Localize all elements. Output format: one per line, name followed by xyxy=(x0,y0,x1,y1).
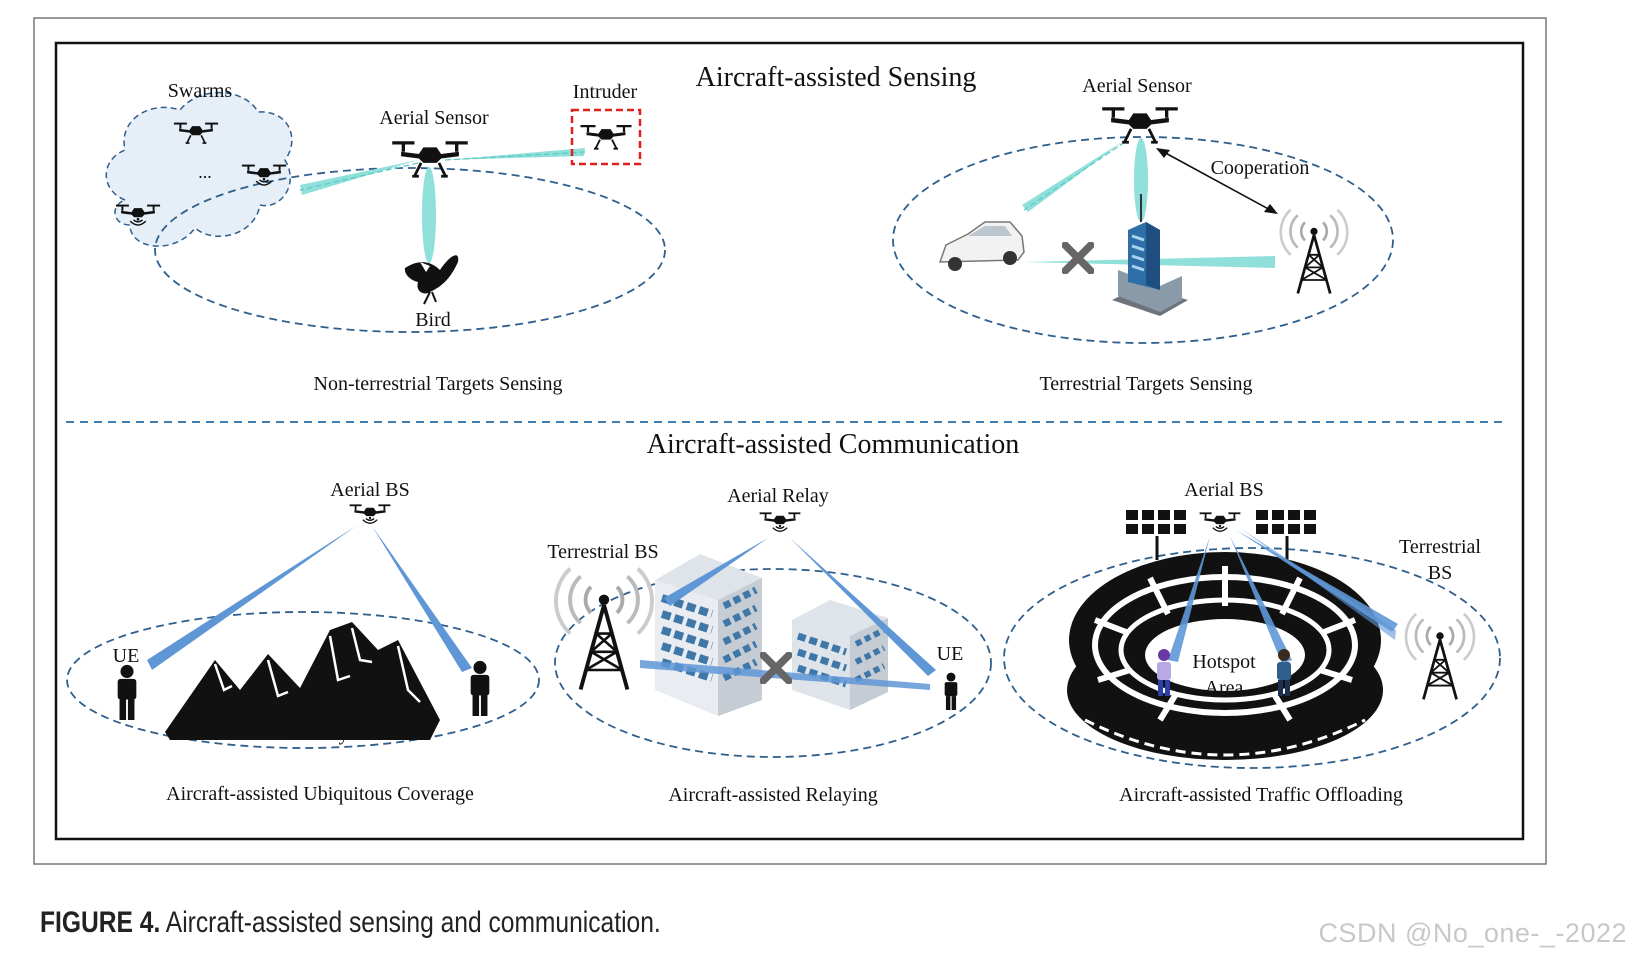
beam-to-bird xyxy=(422,167,436,263)
offload-beam-4 xyxy=(1240,528,1396,640)
aerial-relay-drone-icon xyxy=(758,512,802,533)
figure-caption: FIGURE 4. Aircraft-assisted sensing and … xyxy=(40,906,661,940)
beam-center-intruder xyxy=(444,151,586,161)
offloading-caption: Aircraft-assisted Traffic Offloading xyxy=(1119,784,1403,806)
intruder-label: Intruder xyxy=(573,81,638,103)
terrestrial-caption: Terrestrial Targets Sensing xyxy=(1039,373,1252,395)
outer-border xyxy=(33,17,1547,865)
relay-beam-to-ue xyxy=(790,538,936,676)
beam-to-building xyxy=(1134,138,1148,222)
floodlight-left-icon xyxy=(1124,507,1190,560)
beam-to-intruder xyxy=(445,148,585,160)
cooperation-label: Cooperation xyxy=(1211,157,1310,179)
terrestrial-panel: Aerial Sensor Cooperation Terrestrial Ta… xyxy=(892,75,1394,395)
aerial-bs-drone-icon-offloading xyxy=(1198,512,1242,533)
swarms-label: Swarms xyxy=(168,80,233,102)
inner-border xyxy=(54,41,1525,841)
relay-beam-to-bs xyxy=(664,538,768,606)
ue-person-icon-left xyxy=(117,664,137,720)
floodlight-right-icon xyxy=(1254,507,1320,560)
relaying-ellipse xyxy=(554,568,992,758)
relaying-caption: Aircraft-assisted Relaying xyxy=(668,784,877,806)
figure-caption-text: Aircraft-assisted sensing and communicat… xyxy=(165,906,661,939)
hotspot-person-left-icon xyxy=(1157,649,1171,696)
cooperation-arrowhead-bottom xyxy=(1264,204,1278,214)
stadium-icon xyxy=(1067,552,1383,760)
aerial-sensor-label-right: Aerial Sensor xyxy=(1082,75,1192,97)
terrestrial-bs-label-relay: Terrestrial BS xyxy=(547,541,658,563)
aerial-relay-label: Aerial Relay xyxy=(727,485,829,507)
coverage-ellipse xyxy=(66,611,540,749)
offload-beam-2 xyxy=(1230,536,1292,664)
cooperation-arrow xyxy=(1159,149,1275,213)
beam-center-swarm xyxy=(299,162,419,191)
offloading-ellipse xyxy=(1003,547,1501,769)
bird-label: Bird xyxy=(415,309,451,331)
terrestrial-bs-label-offloading-line1: Terrestrial xyxy=(1399,536,1481,558)
watermark: CSDN @No_one-_-2022 xyxy=(1318,918,1627,948)
countryside-label: Countryside xyxy=(283,723,381,745)
aerial-bs-label-coverage: Aerial BS xyxy=(330,479,409,501)
non-terrestrial-panel: ... Swarms Aerial Sensor Intruder Bird N… xyxy=(105,80,666,395)
intruder-box xyxy=(570,108,642,166)
coverage-panel: Aerial BS UE Countryside Aircraft-assist… xyxy=(66,479,540,805)
mountains-icon xyxy=(165,622,440,740)
ue-label-relay: UE xyxy=(937,643,964,665)
non-terrestrial-caption: Non-terrestrial Targets Sensing xyxy=(314,373,563,395)
skyscraper-icon xyxy=(1112,194,1188,316)
blocked-link-cross-icon-sensing xyxy=(1065,245,1091,271)
sensing-coverage-ellipse-right xyxy=(892,136,1394,344)
coverage-beam-left xyxy=(147,526,356,670)
cooperation-arrowhead-top xyxy=(1156,148,1170,158)
coverage-caption: Aircraft-assisted Ubiquitous Coverage xyxy=(166,783,474,805)
offloading-panel: Aerial BS Hotspot Area Terrestrial BS Ai… xyxy=(1003,479,1501,806)
offload-beam-1 xyxy=(1168,536,1210,662)
communication-title: Aircraft-assisted Communication xyxy=(647,429,1019,460)
hotspot-person-right-icon xyxy=(1277,649,1291,696)
terrestrial-bs-label-offloading-line2: BS xyxy=(1428,562,1452,584)
ue-label-coverage: UE xyxy=(113,645,140,667)
hotspot-label-line2: Area xyxy=(1205,677,1244,699)
swarm-ellipsis: ... xyxy=(198,162,212,182)
aerial-sensor-label-left: Aerial Sensor xyxy=(379,107,489,129)
aerial-bs-drone-icon-coverage xyxy=(348,504,392,525)
hotspot-label-line1: Hotspot xyxy=(1192,651,1256,673)
sensing-coverage-ellipse-left xyxy=(154,167,666,333)
aerial-bs-label-offloading: Aerial BS xyxy=(1184,479,1263,501)
beam-to-swarm xyxy=(300,160,418,195)
figure-number: FIGURE 4. xyxy=(40,906,161,939)
bird-icon xyxy=(404,255,459,305)
car-icon xyxy=(938,221,1025,271)
relaying-panel: Aerial Relay Terrestrial BS UE Aircraft-… xyxy=(547,485,992,806)
terrestrial-bs-tower-icon-offloading xyxy=(1404,612,1476,701)
ue-person-icon-relay xyxy=(944,672,958,710)
sensing-title: Aircraft-assisted Sensing xyxy=(696,62,977,93)
beam-to-car xyxy=(1022,140,1125,212)
beam-center-car xyxy=(1023,141,1126,211)
coverage-beam-right xyxy=(372,526,472,672)
ue-person-icon-right xyxy=(470,660,490,716)
terrestrial-bs-tower-icon-sensing xyxy=(1279,208,1349,295)
intruder-drone-icon xyxy=(579,124,633,151)
